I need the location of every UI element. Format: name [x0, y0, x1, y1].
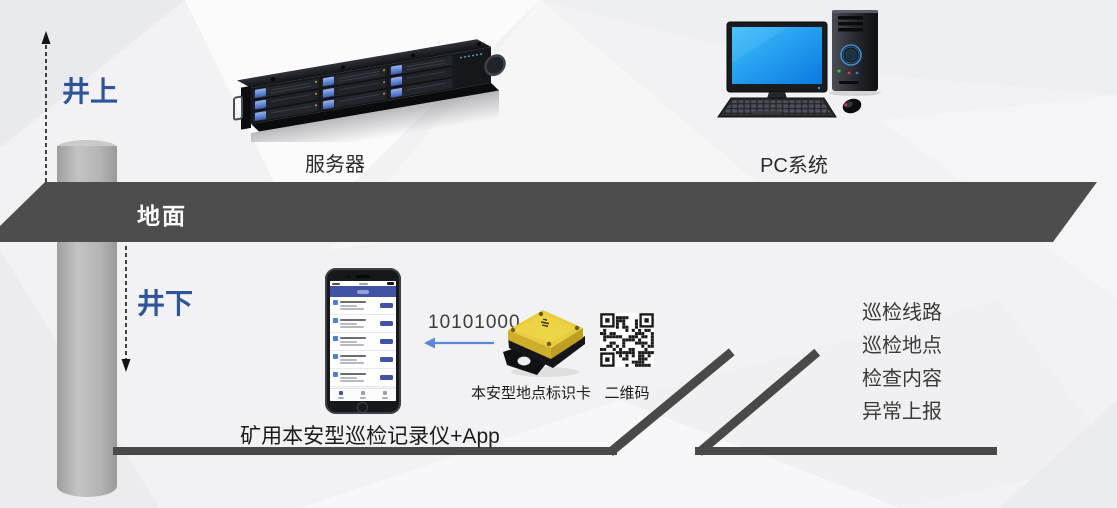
inspection-phone-illustration: [325, 268, 401, 414]
nav-tab-home[interactable]: [330, 389, 352, 401]
inspection-checklist: 巡检线路 巡检地点 检查内容 异常上报: [862, 297, 942, 429]
phone-speaker-icon: [356, 275, 370, 278]
task-action-button[interactable]: [380, 302, 393, 308]
pc-tower: [829, 10, 881, 96]
task-icon: [333, 354, 338, 359]
below-ground-label: 井下: [137, 288, 194, 319]
pc-mouse: [842, 98, 862, 114]
checklist-item-route: 巡检线路: [862, 302, 942, 324]
phone-home-button: [357, 402, 368, 413]
checklist-item-report: 异常上报: [862, 401, 942, 423]
pc-illustration: [717, 10, 881, 118]
list-item[interactable]: [330, 351, 396, 369]
qr-code-label: 二维码: [604, 385, 650, 402]
nav-tab-profile[interactable]: [374, 389, 396, 401]
task-icon: [333, 300, 338, 305]
phone-screen: [330, 281, 396, 401]
above-ground-label: 井上: [62, 76, 119, 107]
recorder-label: 矿用本安型巡检记录仪+App: [240, 425, 500, 448]
tag-logo: [540, 318, 550, 328]
app-bottom-nav: [330, 388, 396, 401]
status-time: [358, 282, 368, 285]
ground-label: 地面: [137, 203, 187, 229]
server-label: 服务器: [305, 154, 365, 176]
qr-code: [600, 313, 654, 367]
location-tag-label: 本安型地点标识卡: [470, 385, 591, 402]
phone-status-bar: [330, 281, 396, 286]
ground-band: 地面: [0, 182, 1097, 242]
tunnel-floor-line-left: [113, 447, 617, 455]
app-header: [330, 286, 396, 297]
list-item[interactable]: [330, 297, 396, 315]
nav-tab-records[interactable]: [352, 389, 374, 401]
server-illustration: [233, 39, 506, 142]
task-icon: [333, 336, 338, 341]
location-tag-illustration: [503, 310, 585, 377]
pc-label: PC系统: [760, 155, 828, 177]
pc-monitor: [726, 21, 828, 114]
signal-strength-icon: [332, 282, 340, 285]
list-item[interactable]: [330, 333, 396, 351]
task-icon: [333, 318, 338, 323]
signal-value: 10101000: [428, 312, 521, 333]
task-action-button[interactable]: [380, 338, 393, 344]
checklist-item-location: 巡检地点: [862, 335, 942, 357]
list-item[interactable]: [330, 369, 396, 387]
tunnel-floor-line-right: [695, 447, 997, 455]
task-action-button[interactable]: [380, 320, 393, 326]
app-header-title: [357, 289, 369, 294]
task-action-button[interactable]: [380, 374, 393, 380]
app-task-list: [330, 297, 396, 388]
list-item[interactable]: [330, 315, 396, 333]
battery-icon: [387, 282, 394, 285]
task-icon: [333, 372, 338, 377]
pc-keyboard: [717, 97, 837, 118]
task-action-button[interactable]: [380, 356, 393, 362]
checklist-item-content: 检查内容: [862, 368, 942, 390]
phone-camera-icon: [347, 274, 350, 278]
monitor-screen: [732, 27, 822, 84]
